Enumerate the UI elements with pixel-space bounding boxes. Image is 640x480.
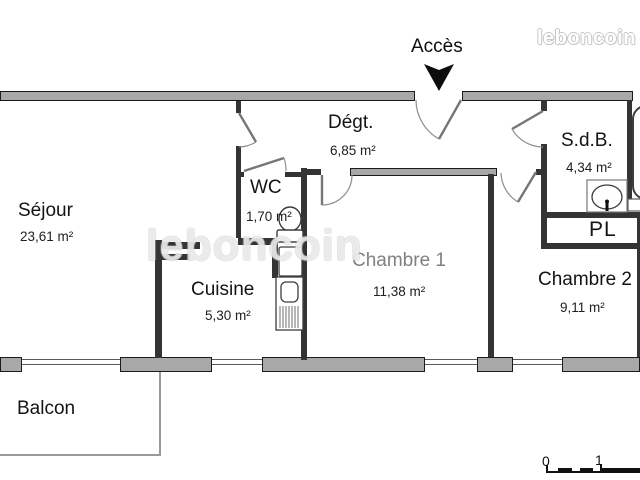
window-chambre2 bbox=[513, 359, 562, 365]
room-label-placard: PL bbox=[589, 218, 617, 241]
door-leaf-entrance bbox=[437, 99, 463, 140]
room-label-wc: WC bbox=[250, 177, 282, 198]
wall-top-left bbox=[0, 91, 415, 101]
balcony-edge-right bbox=[159, 372, 161, 455]
door-leaf-wc bbox=[243, 156, 285, 173]
window-sejour bbox=[22, 359, 120, 365]
wall-sdb-bottom bbox=[541, 212, 640, 218]
toilet-icon bbox=[276, 206, 304, 243]
washbasin-icon bbox=[586, 179, 628, 213]
door-arcs bbox=[238, 99, 544, 206]
scale-block-2 bbox=[580, 468, 593, 472]
wall-sdb-right bbox=[627, 100, 632, 199]
wall-cuisine-arm-top bbox=[162, 242, 200, 249]
wall-chambre1-jamb bbox=[305, 169, 321, 175]
door-leaf-sdb bbox=[511, 109, 544, 131]
scale-block-1 bbox=[558, 468, 572, 472]
room-label-sejour: Séjour bbox=[18, 200, 73, 221]
bathtub-icon bbox=[632, 106, 640, 199]
scale-zero-label: 0 bbox=[542, 453, 550, 469]
room-label-cuisine: Cuisine bbox=[191, 279, 255, 300]
door-arc-chambre2 bbox=[500, 172, 519, 203]
wall-top-right bbox=[462, 91, 633, 101]
room-area-sejour: 23,61 m² bbox=[20, 229, 74, 244]
scale-tick-zero bbox=[546, 465, 548, 473]
wall-sdb-left bbox=[541, 144, 547, 243]
room-label-balcon: Balcon bbox=[17, 398, 76, 419]
wall-bottom-1 bbox=[0, 357, 22, 372]
room-area-chambre2: 9,11 m² bbox=[560, 300, 605, 315]
door-arc-chambre1 bbox=[321, 174, 353, 206]
room-label-sdb: S.d.B. bbox=[561, 130, 613, 151]
scale-block-3 bbox=[602, 468, 640, 472]
wall-wc-jamb bbox=[240, 172, 244, 177]
door-arc-sejour bbox=[238, 141, 257, 148]
wall-bottom-2 bbox=[120, 357, 212, 372]
window-chambre1 bbox=[425, 359, 477, 365]
room-label-degagement: Dégt. bbox=[328, 112, 374, 133]
door-arc-sdb bbox=[511, 128, 544, 148]
wall-sdb-door-stub bbox=[541, 100, 547, 111]
shelf-icon bbox=[627, 198, 640, 212]
leboncoin-logo: leboncoin bbox=[537, 27, 636, 49]
wall-bottom-4 bbox=[477, 357, 513, 372]
room-area-cuisine: 5,30 m² bbox=[205, 308, 251, 323]
room-label-chambre1: Chambre 1 bbox=[352, 250, 446, 271]
room-area-wc: 1,70 m² bbox=[246, 209, 292, 224]
kitchen-sink-icon bbox=[275, 246, 304, 331]
wall-kitchen-counter bbox=[272, 245, 278, 278]
wall-sejour-wc bbox=[236, 146, 241, 238]
wall-right-sliver bbox=[637, 212, 640, 357]
room-area-sdb: 4,34 m² bbox=[566, 160, 612, 175]
door-leaves bbox=[237, 99, 544, 205]
wall-chambre-divider bbox=[488, 174, 494, 357]
door-leaf-chambre2 bbox=[516, 171, 538, 203]
sink-drainer-hatch bbox=[279, 306, 299, 328]
scale-one-label: 1 bbox=[595, 452, 603, 468]
wall-wc-top bbox=[285, 172, 302, 177]
access-label: Accès bbox=[411, 36, 463, 57]
door-leaf-sejour bbox=[237, 112, 258, 143]
room-area-degagement: 6,85 m² bbox=[330, 143, 376, 158]
window-cuisine bbox=[212, 359, 262, 365]
room-area-chambre1: 11,38 m² bbox=[373, 284, 426, 299]
wall-chambre1-top bbox=[350, 168, 497, 176]
wall-cuisine-partition bbox=[155, 240, 162, 358]
balcony-edge-bottom bbox=[0, 454, 161, 456]
wall-pl-bottom bbox=[541, 243, 640, 249]
scale-tick-one bbox=[600, 465, 602, 473]
room-label-chambre2: Chambre 2 bbox=[538, 269, 632, 290]
wall-main-vertical bbox=[301, 168, 307, 360]
scale-baseline bbox=[546, 471, 640, 473]
wall-sejour-stub bbox=[236, 101, 241, 113]
access-arrow-icon bbox=[424, 64, 454, 91]
door-arc-entrance bbox=[415, 99, 440, 140]
door-arc-wc bbox=[283, 157, 287, 172]
wall-bottom-3 bbox=[262, 357, 425, 372]
wall-cuisine-arm-mid bbox=[162, 254, 190, 260]
wall-wc-bottom bbox=[238, 238, 278, 245]
